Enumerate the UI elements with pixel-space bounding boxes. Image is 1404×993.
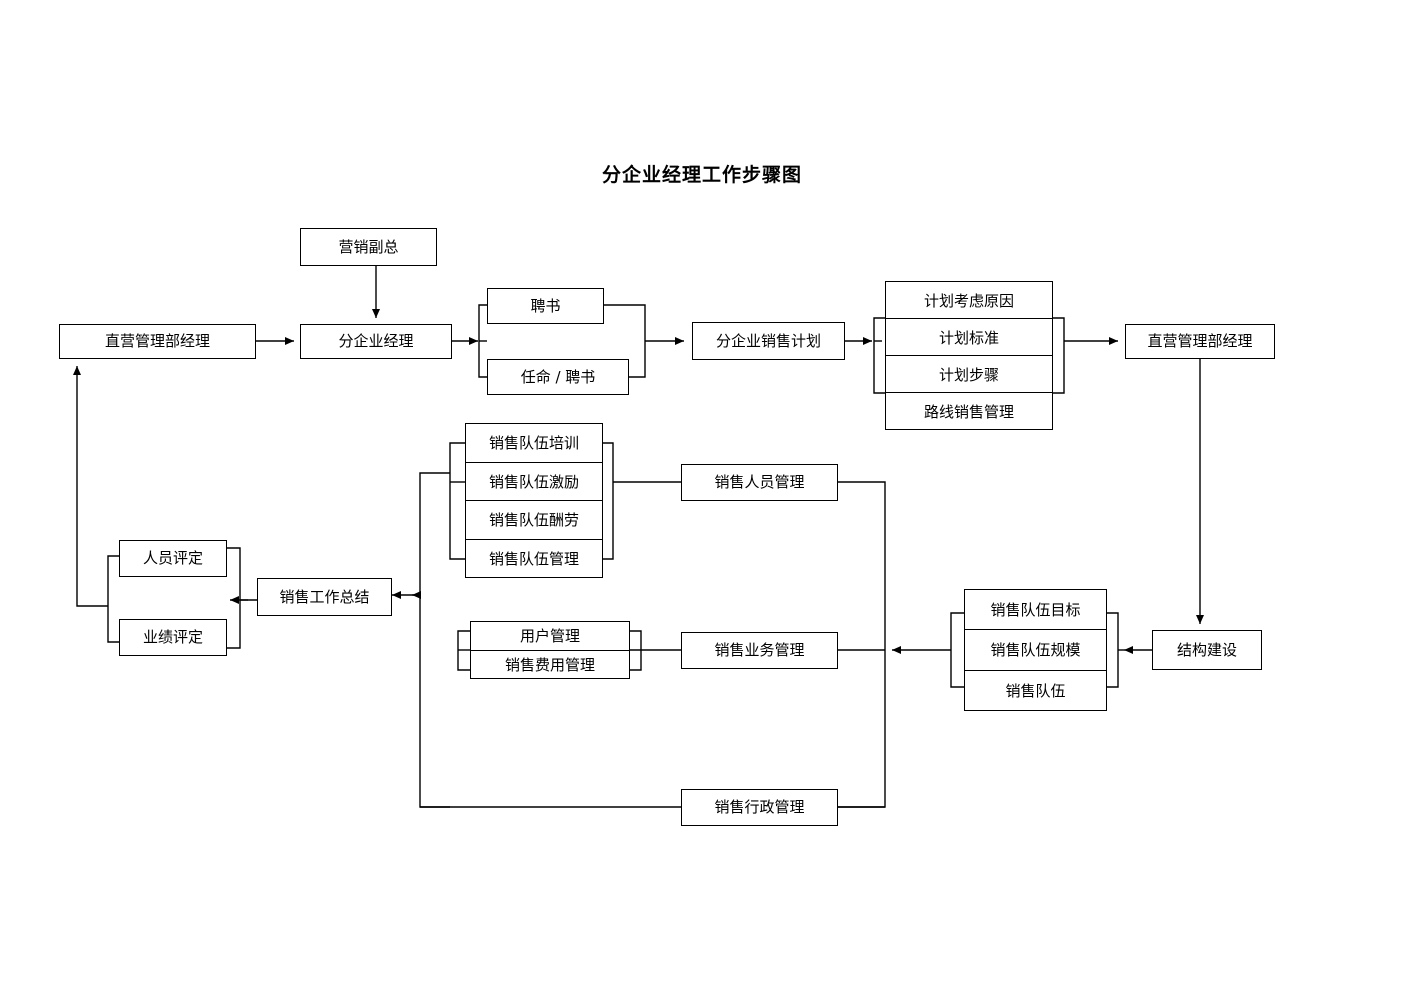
- node-sales-business-management[interactable]: 销售业务管理: [681, 632, 838, 669]
- sales-team-stack-item[interactable]: 销售队伍培训: [466, 424, 602, 463]
- node-branch-manager[interactable]: 分企业经理: [300, 324, 452, 359]
- team-target-stack-item[interactable]: 销售队伍: [1005, 681, 1066, 700]
- node-sales-work-summary[interactable]: 销售工作总结: [257, 578, 392, 616]
- node-label: 聘书: [530, 296, 561, 315]
- node-sales-staff-management[interactable]: 销售人员管理: [681, 464, 838, 501]
- node-label: 分企业销售计划: [715, 331, 821, 350]
- node-label: 结构建设: [1176, 640, 1237, 659]
- team-target-stack-item[interactable]: 销售队伍目标: [965, 590, 1106, 631]
- node-label: 人员评定: [142, 549, 203, 567]
- node-sales-admin-management[interactable]: 销售行政管理: [681, 789, 838, 826]
- node-label: 销售业务管理: [714, 641, 805, 659]
- node-appointment-or-letter[interactable]: 任命 / 聘书: [487, 359, 629, 395]
- customer-stack-item[interactable]: 用户管理: [471, 622, 629, 651]
- sales-team-stack[interactable]: 销售队伍培训 销售队伍激励 销售队伍酬劳 销售队伍管理: [465, 423, 603, 578]
- node-label: 分企业经理: [338, 332, 414, 350]
- plan-stack-item[interactable]: 计划步骤: [886, 356, 1052, 393]
- node-label: 业绩评定: [142, 628, 203, 646]
- node-direct-mgmt-dept-manager-right[interactable]: 直营管理部经理: [1125, 324, 1275, 359]
- customer-stack-item[interactable]: 销售费用管理: [504, 655, 595, 674]
- node-performance-evaluation[interactable]: 业绩评定: [119, 619, 227, 656]
- node-label: 营销副总: [338, 237, 399, 256]
- node-appointment-letter[interactable]: 聘书: [487, 288, 604, 324]
- node-label: 直营管理部经理: [1147, 332, 1253, 350]
- node-label: 直营管理部经理: [104, 332, 210, 350]
- node-label: 销售人员管理: [714, 473, 805, 491]
- node-branch-sales-plan[interactable]: 分企业销售计划: [692, 322, 845, 360]
- page-title: 分企业经理工作步骤图: [601, 164, 802, 186]
- plan-stack-item[interactable]: 计划标准: [886, 319, 1052, 356]
- plan-stack-item[interactable]: 计划考虑原因: [886, 282, 1052, 319]
- node-personnel-evaluation[interactable]: 人员评定: [119, 540, 227, 577]
- node-direct-mgmt-dept-manager-left[interactable]: 直营管理部经理: [59, 324, 256, 359]
- sales-team-stack-item[interactable]: 销售队伍激励: [466, 463, 602, 501]
- plan-stack[interactable]: 计划考虑原因 计划标准 计划步骤 路线销售管理: [885, 281, 1053, 430]
- customer-stack[interactable]: 用户管理 销售费用管理: [470, 621, 630, 679]
- node-marketing-vp[interactable]: 营销副总: [300, 228, 437, 266]
- node-label: 任命 / 聘书: [520, 367, 596, 386]
- node-structure-construction[interactable]: 结构建设: [1152, 630, 1262, 670]
- sales-team-stack-item[interactable]: 销售队伍酬劳: [466, 501, 602, 540]
- node-label: 销售行政管理: [714, 798, 805, 816]
- sales-team-stack-item[interactable]: 销售队伍管理: [488, 549, 579, 568]
- plan-stack-item[interactable]: 路线销售管理: [923, 402, 1014, 421]
- team-target-stack-item[interactable]: 销售队伍规模: [965, 630, 1106, 671]
- team-target-stack[interactable]: 销售队伍目标 销售队伍规模 销售队伍: [964, 589, 1107, 711]
- node-label: 销售工作总结: [279, 587, 370, 606]
